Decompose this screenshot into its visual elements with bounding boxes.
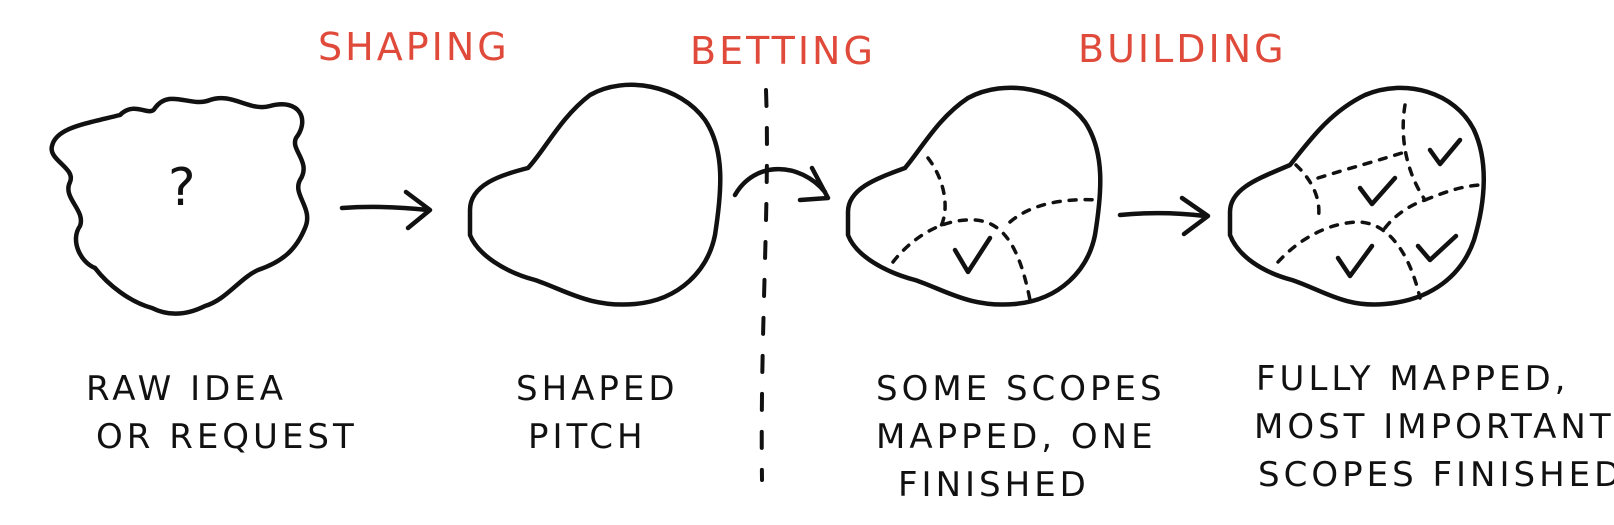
- caption-line: FINISHED: [898, 465, 1090, 505]
- scope-finished-checkmark: [1415, 233, 1459, 263]
- caption-fully-mapped: FULLY MAPPED, MOST IMPORTANT SCOPES FINI…: [1254, 359, 1614, 495]
- caption-line: PITCH: [528, 417, 647, 457]
- caption-line: MOST IMPORTANT: [1254, 407, 1614, 447]
- fully-mapped-blob: [1227, 85, 1486, 307]
- scope-finished-checkmark: [1357, 175, 1398, 207]
- scope-boundary: [926, 156, 947, 230]
- caption-line: OR REQUEST: [96, 417, 358, 457]
- scope-finished-checkmark: [1427, 137, 1463, 167]
- scope-boundary: [1423, 183, 1482, 202]
- caption-shaped-pitch: SHAPED PITCH: [516, 369, 679, 457]
- caption-line: SCOPES FINISHED: [1258, 455, 1614, 495]
- raw-idea-question-mark: ?: [168, 158, 196, 218]
- shaped-pitch-blob: [467, 82, 723, 307]
- phase-label-betting: BETTING: [690, 29, 876, 73]
- scope-boundary: [891, 218, 1032, 302]
- caption-line: MAPPED, ONE: [876, 417, 1157, 457]
- partially-mapped-blob-group: [845, 85, 1103, 307]
- caption-line: SOME SCOPES: [876, 369, 1166, 409]
- scope-boundary: [1383, 198, 1427, 230]
- scope-finished-checkmark: [952, 235, 993, 275]
- arrow-raw-to-shaped: [339, 189, 433, 231]
- partially-mapped-blob: [845, 85, 1103, 307]
- scope-finished-checkmark: [1335, 243, 1375, 279]
- phase-label-building: BUILDING: [1078, 27, 1287, 71]
- scope-boundary: [1276, 220, 1422, 300]
- caption-line: FULLY MAPPED,: [1256, 359, 1569, 399]
- caption-raw-idea: RAW IDEA OR REQUEST: [86, 369, 358, 457]
- scope-boundary: [1316, 150, 1407, 180]
- raw-idea-blob: [49, 95, 310, 316]
- caption-line: RAW IDEA: [86, 369, 287, 409]
- caption-line: SHAPED: [516, 369, 679, 409]
- arrow-shaped-to-building: [732, 165, 831, 203]
- scope-boundary: [1008, 197, 1100, 224]
- arrow-partial-to-full: [1117, 195, 1211, 237]
- scope-boundary: [1401, 103, 1427, 202]
- caption-partially-mapped: SOME SCOPES MAPPED, ONE FINISHED: [876, 369, 1166, 505]
- scope-boundary: [1294, 163, 1321, 222]
- fully-mapped-blob-group: [1227, 85, 1486, 307]
- betting-divider-line: [759, 88, 769, 482]
- phase-label-shaping: SHAPING: [318, 25, 510, 69]
